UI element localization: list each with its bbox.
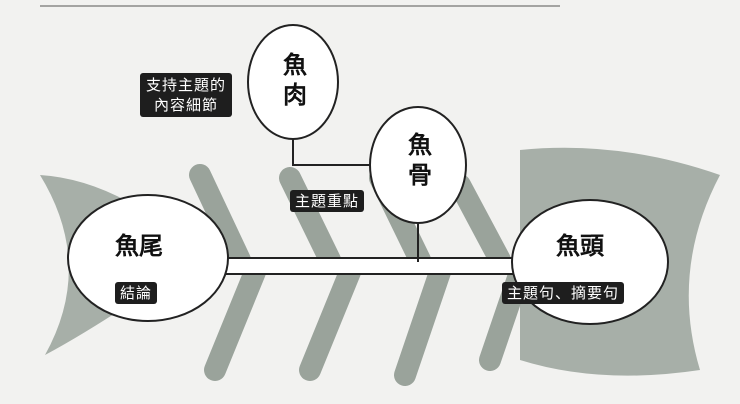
- head-title: 魚頭: [556, 232, 604, 260]
- spine: [199, 257, 541, 275]
- bone-title: 魚骨: [400, 130, 440, 190]
- flesh-connector: [292, 130, 385, 166]
- lower-rib-3: [394, 261, 451, 386]
- tail-title: 魚尾: [115, 232, 163, 260]
- tail-bubble: [67, 194, 229, 322]
- head-tag: 主題句、摘要句: [502, 282, 625, 304]
- flesh-bubble: [247, 24, 339, 140]
- lower-rib-1: [204, 261, 266, 381]
- flesh-tag-line1: 支持主題的: [146, 76, 227, 94]
- head-bubble: [511, 199, 669, 325]
- tail-tag: 結論: [115, 282, 158, 304]
- bone-title-text: 魚骨: [408, 131, 432, 189]
- flesh-title: 魚肉: [275, 50, 315, 110]
- lower-rib-2: [299, 261, 361, 381]
- flesh-tag-line2: 內容細節: [154, 96, 219, 114]
- upper-rib-1: [189, 164, 251, 271]
- flesh-title-text: 魚肉: [283, 51, 307, 109]
- upper-rib-4: [449, 174, 511, 271]
- flesh-tag: 支持主題的 內容細節: [140, 73, 233, 117]
- bone-tag: 主題重點: [290, 190, 365, 212]
- bone-bubble: [369, 106, 467, 224]
